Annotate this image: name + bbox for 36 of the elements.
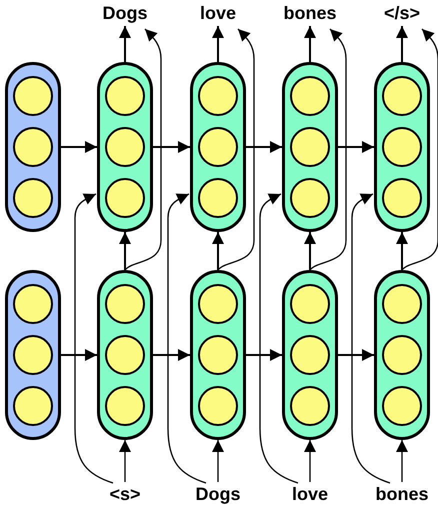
arrow	[212, 26, 224, 62]
token-label: <s>	[109, 483, 141, 506]
arrow	[246, 349, 282, 361]
arrow	[119, 232, 131, 270]
arrow	[338, 141, 374, 153]
arrow	[61, 141, 97, 153]
arrow	[304, 232, 316, 270]
arrow	[310, 28, 347, 270]
token-label: Dogs	[196, 483, 240, 506]
arrow	[246, 141, 282, 153]
token-label: bones	[283, 2, 336, 25]
arrow	[119, 26, 131, 62]
token-label: love	[292, 483, 328, 506]
token-label: bones	[375, 483, 428, 506]
arrow	[212, 232, 224, 270]
arrow	[61, 349, 97, 361]
arrow	[396, 440, 408, 482]
arrow	[351, 193, 390, 484]
token-label: Dogs	[102, 2, 148, 25]
arrow	[74, 193, 114, 484]
arrow	[153, 349, 190, 361]
arrow	[153, 141, 190, 153]
arrow	[119, 440, 131, 482]
arrow	[338, 349, 374, 361]
token-label: love	[200, 2, 236, 25]
arrow	[304, 26, 316, 62]
arrow	[218, 28, 255, 270]
arrow	[259, 193, 298, 484]
arrow	[396, 232, 408, 270]
arrow	[167, 193, 206, 484]
arrow	[402, 28, 438, 270]
arrow	[304, 440, 316, 482]
arrow	[124, 28, 162, 270]
arrow	[212, 440, 224, 482]
token-label: </s>	[384, 2, 420, 25]
arrow	[396, 26, 408, 62]
